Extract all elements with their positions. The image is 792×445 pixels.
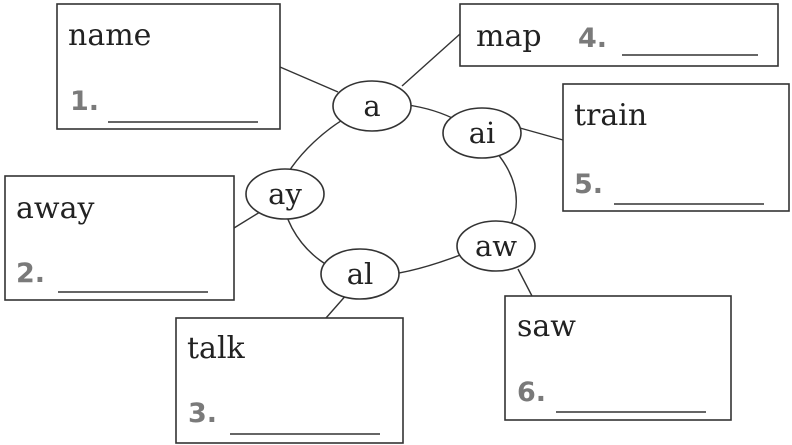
box-word: away: [16, 191, 94, 226]
node-label: al: [347, 257, 374, 291]
node-label: aw: [475, 229, 517, 263]
node-aw: aw: [456, 220, 536, 272]
box-number: 5.: [574, 169, 603, 200]
node-label: ay: [268, 177, 302, 211]
box-word: saw: [517, 309, 576, 344]
box-word: map: [476, 19, 542, 54]
box-map: map 4.: [459, 3, 779, 67]
node-a: a: [332, 80, 412, 132]
connector-name: [279, 66, 339, 93]
node-label: ai: [469, 116, 496, 150]
connector-train: [519, 127, 564, 141]
box-word: talk: [187, 331, 246, 366]
box-word: train: [574, 98, 647, 133]
node-al: al: [320, 248, 400, 300]
box-word: name: [68, 18, 151, 53]
connector-saw: [517, 268, 533, 297]
box-number: 1.: [70, 86, 99, 117]
box-saw: saw 6.: [504, 295, 732, 421]
node-ai: ai: [442, 107, 522, 159]
box-train: train 5.: [562, 83, 790, 212]
box-number: 4.: [578, 23, 607, 54]
box-name: name 1.: [56, 3, 281, 130]
node-ay: ay: [245, 168, 325, 220]
box-number: 6.: [517, 377, 546, 408]
connector-away: [233, 211, 261, 229]
node-label: a: [363, 89, 380, 123]
box-talk: talk 3.: [175, 317, 404, 444]
box-number: 2.: [16, 258, 45, 289]
box-number: 3.: [188, 398, 217, 429]
connector-map: [401, 33, 461, 87]
box-away: away 2.: [4, 175, 235, 301]
